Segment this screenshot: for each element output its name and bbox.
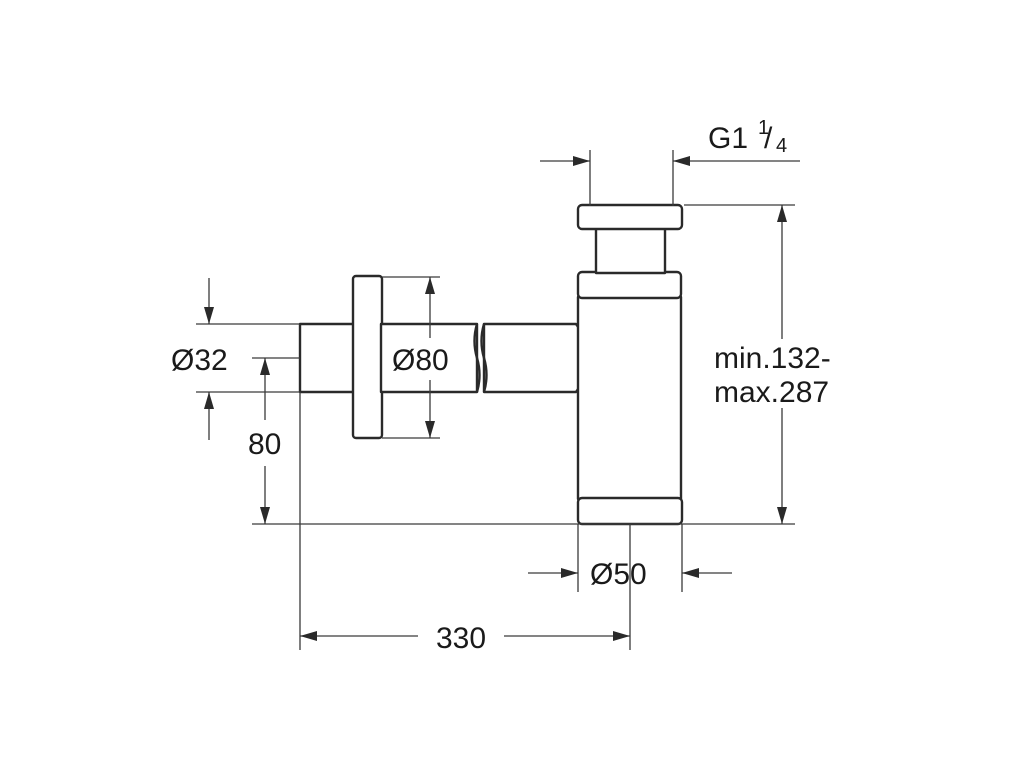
height-80-label: 80 [248, 428, 281, 461]
siphon-bottom-cap [576, 496, 684, 526]
horizontal-pipe-left [379, 322, 479, 394]
pipe-break-right [480, 323, 488, 393]
siphon-neck [594, 226, 667, 275]
siphon-top-collar [576, 270, 683, 300]
diameter-80-label: Ø80 [392, 344, 449, 377]
siphon-cylinder [576, 295, 683, 501]
thread-fraction-numerator: 1 [758, 117, 769, 139]
height-min-label: min.132- [714, 342, 831, 375]
wall-pipe-end [298, 322, 357, 394]
diameter-32-label: Ø32 [171, 344, 228, 377]
pipe-break-left [473, 323, 481, 393]
thread-fraction-denominator: 4 [776, 135, 787, 157]
wall-rosette [351, 274, 384, 440]
siphon-top-cap [576, 203, 684, 231]
thread-size-label: G1 [708, 122, 748, 155]
diameter-50-label: Ø50 [590, 558, 647, 591]
horizontal-pipe-right [482, 322, 591, 394]
dimension-lines [196, 150, 800, 650]
height-max-label: max.287 [714, 376, 829, 409]
length-330-label: 330 [436, 622, 486, 655]
siphon-body [298, 203, 684, 526]
thread-fraction-slash: / [764, 122, 773, 155]
dimension-labels: G1 1 / 4 Ø32 Ø80 80 min.132- max.287 Ø50… [171, 117, 831, 655]
